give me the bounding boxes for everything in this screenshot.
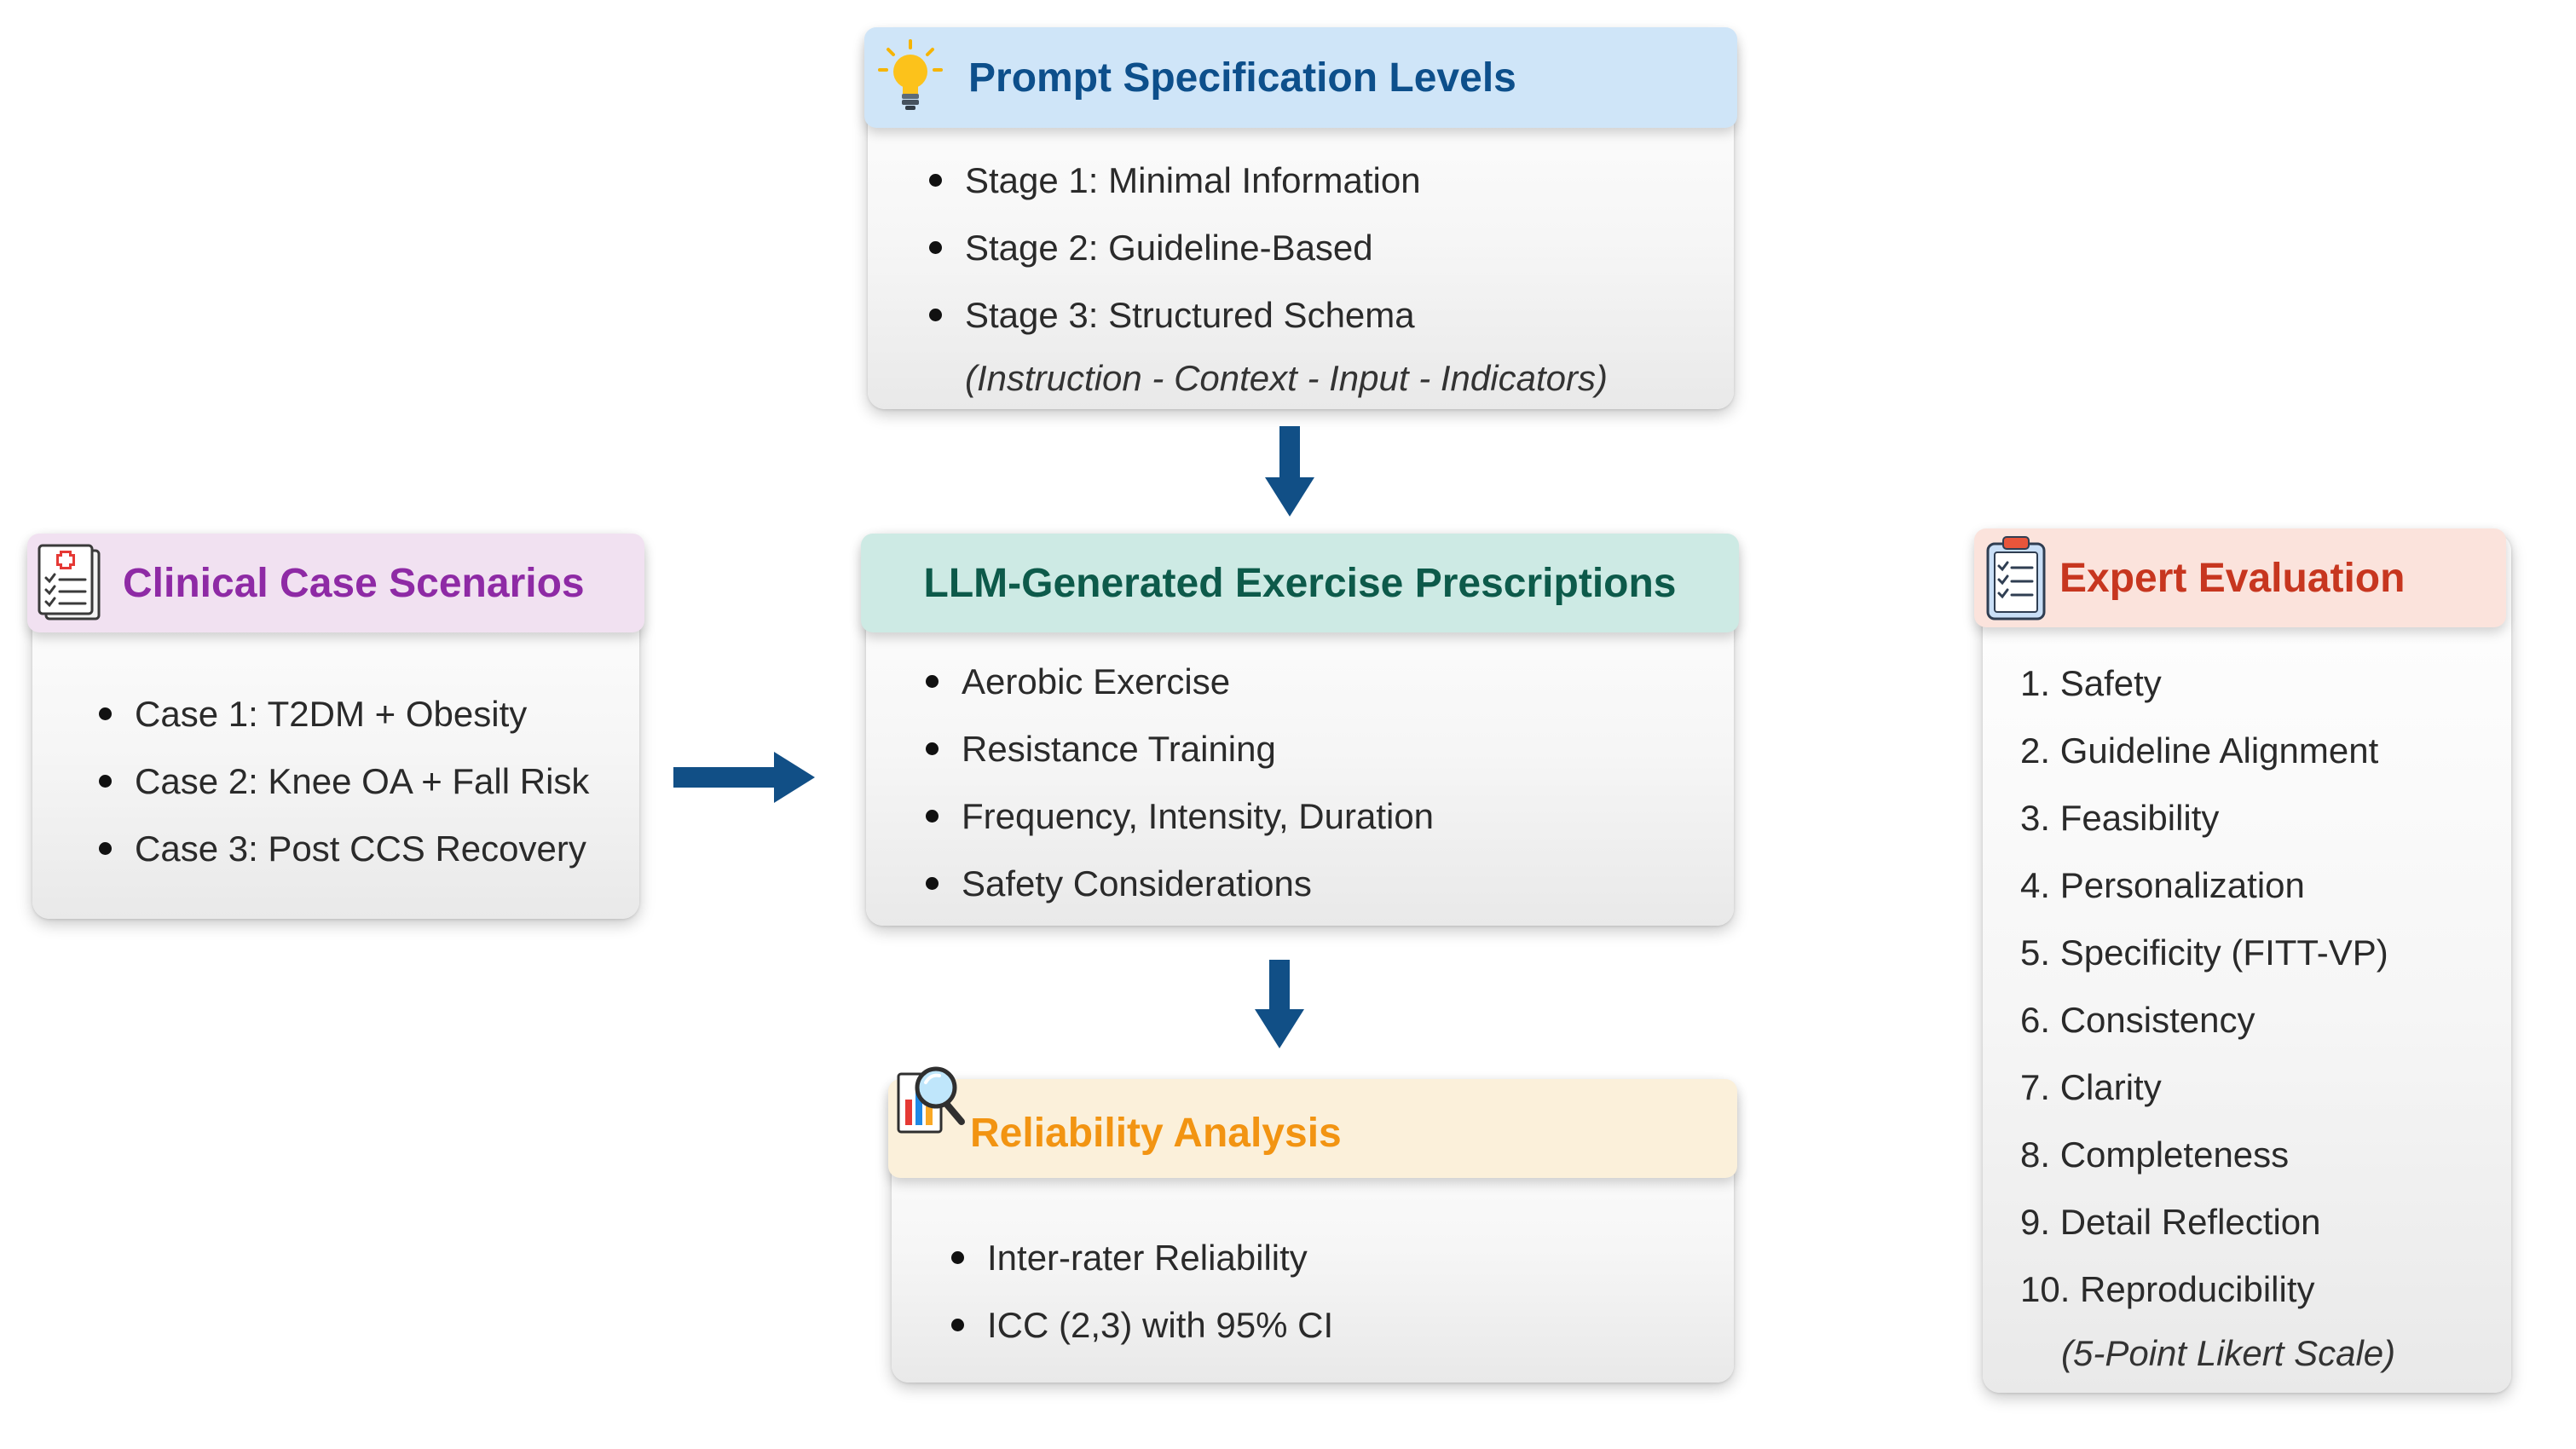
arrow-down-icon	[1255, 960, 1304, 1048]
list-item: 7. Clarity	[2020, 1067, 2162, 1107]
reliability-header: Reliability Analysis	[888, 1079, 1737, 1178]
clinical-header: Clinical Case Scenarios	[27, 534, 644, 632]
lightbulb-icon	[878, 39, 943, 126]
prompt-spec-note: (Instruction - Context - Input - Indicat…	[965, 358, 1608, 398]
list-item: Aerobic Exercise	[926, 648, 1434, 715]
list-item: Inter-rater Reliability	[951, 1224, 1333, 1291]
expert-note: (5-Point Likert Scale)	[2061, 1333, 2396, 1373]
list-item: 9. Detail Reflection	[2020, 1202, 2321, 1242]
list-item: Safety Considerations	[926, 850, 1434, 917]
list-item: Stage 1: Minimal Information	[929, 147, 1421, 214]
clipboard-icon	[1983, 534, 2051, 632]
expert-header: Expert Evaluation	[1974, 528, 2506, 627]
list-item: Resistance Training	[926, 715, 1434, 782]
list-item: ICC (2,3) with 95% CI	[951, 1291, 1333, 1359]
arrow-right-icon	[673, 752, 815, 803]
llm-list: Aerobic Exercise Resistance Training Fre…	[926, 648, 1434, 917]
list-item: Stage 2: Guideline-Based	[929, 214, 1421, 281]
reliability-list: Inter-rater Reliability ICC (2,3) with 9…	[951, 1224, 1333, 1359]
clinical-list: Case 1: T2DM + Obesity Case 2: Knee OA +…	[99, 680, 589, 882]
llm-header: LLM-Generated Exercise Prescriptions	[861, 534, 1739, 632]
expert-box	[1983, 534, 2511, 1393]
list-item: 10. Reproducibility	[2020, 1269, 2315, 1309]
chart-magnifier-icon	[897, 1062, 970, 1143]
prompt-spec-title: Prompt Specification Levels	[968, 55, 1516, 101]
expert-title: Expert Evaluation	[2059, 555, 2406, 601]
prompt-spec-header: Prompt Specification Levels	[864, 27, 1737, 128]
arrow-down-icon	[1265, 426, 1314, 517]
list-item: 3. Feasibility	[2020, 798, 2220, 838]
list-item: 1. Safety	[2020, 663, 2162, 703]
list-item: 6. Consistency	[2020, 1000, 2255, 1040]
list-item: Case 2: Knee OA + Fall Risk	[99, 748, 589, 815]
list-item: 5. Specificity (FITT-VP)	[2020, 932, 2388, 973]
medical-record-icon	[34, 542, 107, 634]
list-item: 4. Personalization	[2020, 865, 2305, 905]
list-item: 2. Guideline Alignment	[2020, 730, 2379, 771]
list-item: Case 3: Post CCS Recovery	[99, 815, 589, 882]
llm-title: LLM-Generated Exercise Prescriptions	[923, 560, 1677, 606]
expert-list: 1. Safety 2. Guideline Alignment 3. Feas…	[2020, 649, 2388, 1323]
list-item: Stage 3: Structured Schema	[929, 281, 1421, 349]
list-item: 8. Completeness	[2020, 1134, 2290, 1175]
list-item: Case 1: T2DM + Obesity	[99, 680, 589, 748]
clinical-title: Clinical Case Scenarios	[123, 560, 585, 606]
list-item: Frequency, Intensity, Duration	[926, 782, 1434, 850]
prompt-spec-list: Stage 1: Minimal Information Stage 2: Gu…	[929, 147, 1421, 349]
reliability-title: Reliability Analysis	[970, 1111, 1342, 1156]
